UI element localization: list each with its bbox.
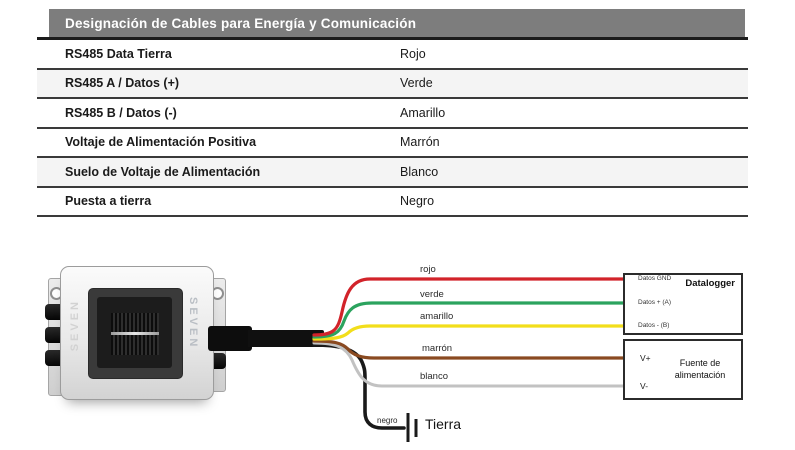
wire-label-verde: verde	[420, 289, 444, 300]
wire-marron	[312, 339, 626, 360]
cable-color: Verde	[400, 76, 433, 91]
wire-rojo	[312, 277, 626, 337]
table-title: Designación de Cables para Energía y Com…	[65, 15, 417, 31]
wire-verde	[312, 301, 626, 339]
table-row: Voltaje de Alimentación Positiva Marrón	[37, 128, 748, 158]
table-header: Designación de Cables para Energía y Com…	[49, 9, 745, 37]
solar-cell-highlight	[111, 332, 159, 335]
wiring-diagram: SEVEN SEVEN	[0, 228, 795, 450]
table-row: RS485 Data Tierra Rojo	[37, 40, 748, 70]
wire-blanco	[312, 341, 626, 388]
cable-color: Rojo	[400, 46, 426, 61]
sensor-window-inner	[97, 297, 172, 368]
cable-color: Marrón	[400, 135, 440, 150]
table-row: RS485 B / Datos (-) Amarillo	[37, 99, 748, 129]
terminal-label-datos-a: Datos + (A)	[638, 299, 672, 306]
wire-amarillo	[312, 324, 626, 341]
wire-label-blanco: blanco	[420, 371, 448, 382]
terminal-label-v-minus: V-	[640, 381, 649, 391]
cable-color: Negro	[400, 194, 435, 209]
cable-color: Amarillo	[400, 105, 446, 120]
wire-label-negro: negro	[377, 416, 398, 425]
datalogger-box: Datalogger	[623, 273, 743, 335]
connector-knob-icon	[45, 327, 64, 343]
cable-name: Suelo de Voltaje de Alimentación	[65, 164, 261, 179]
ground-label: Tierra	[425, 416, 462, 432]
table-row: RS485 A / Datos (+) Verde	[37, 69, 748, 99]
terminal-label-datos-b: Datos - (B)	[638, 322, 670, 329]
cable-name: RS485 B / Datos (-)	[65, 105, 177, 120]
terminal-label-v-plus: V+	[640, 353, 651, 363]
cable-designation-table: Designación de Cables para Energía y Com…	[37, 9, 748, 217]
table-row: Suelo de Voltaje de Alimentación Blanco	[37, 158, 748, 188]
sensor-device: SEVEN SEVEN	[60, 266, 214, 400]
earth-ground-icon	[406, 413, 418, 442]
cable-name: Voltaje de Alimentación Positiva	[65, 135, 257, 150]
connector-knob-icon	[45, 304, 64, 320]
wire-label-rojo: rojo	[420, 264, 436, 275]
datalogger-title: Datalogger	[685, 278, 735, 289]
cable-name: RS485 A / Datos (+)	[65, 76, 180, 91]
table-row: Puesta a tierra Negro	[37, 187, 748, 217]
wire-label-marron: marrón	[422, 343, 453, 354]
solar-cell	[111, 313, 159, 355]
cable-color: Blanco	[400, 164, 439, 179]
sensor-window	[88, 288, 183, 379]
cable-name: Puesta a tierra	[65, 194, 152, 209]
power-supply-box: Fuente de alimentación	[623, 339, 743, 400]
connector-knob-icon	[45, 350, 64, 366]
wire-label-amarillo: amarillo	[420, 311, 454, 322]
power-supply-title: Fuente de alimentación	[674, 358, 726, 381]
brand-watermark: SEVEN	[69, 299, 81, 352]
terminal-label-datos-gnd: Datos GND	[638, 275, 672, 282]
table-body: RS485 Data Tierra Rojo RS485 A / Datos (…	[37, 37, 748, 217]
sensor-cable	[248, 330, 324, 347]
cable-name: RS485 Data Tierra	[65, 46, 172, 61]
cable-gland	[208, 326, 252, 351]
brand-watermark: SEVEN	[187, 297, 199, 350]
